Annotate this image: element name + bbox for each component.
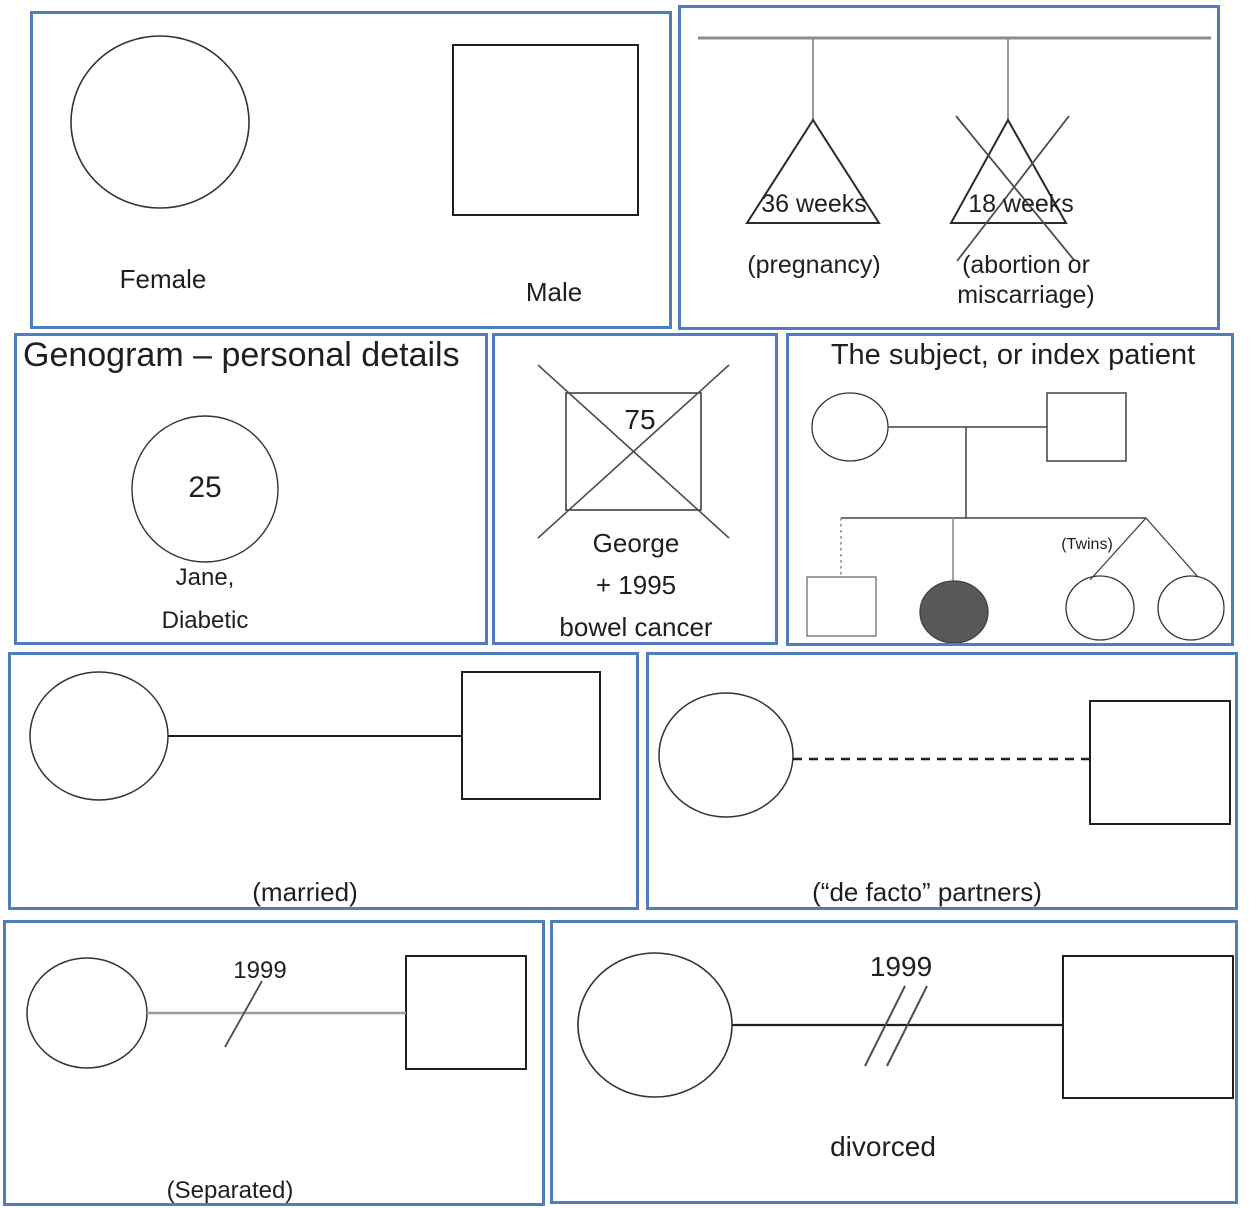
miscarriage-cross-line-1	[955, 115, 1075, 261]
female-label: Female	[119, 264, 207, 294]
separated-year: 1999	[233, 957, 287, 984]
married-female-circle	[29, 671, 169, 801]
separated-figure	[26, 955, 527, 1070]
male-label: Male	[525, 277, 583, 307]
divorced-slash-2	[886, 985, 928, 1067]
jane-condition: Diabetic	[161, 607, 249, 634]
de-facto-figure	[658, 692, 1231, 825]
divorced-figure	[577, 952, 1234, 1099]
male-square	[452, 44, 639, 216]
twin-circle-left	[1065, 575, 1135, 641]
pregnancy-weeks-label: 36 weeks	[761, 190, 867, 218]
panel-de-facto: (“de facto” partners)	[646, 652, 1238, 910]
father-square	[1046, 392, 1127, 462]
twins-label: (Twins)	[1061, 536, 1113, 553]
george-age: 75	[624, 404, 656, 435]
panel-index-patient: The subject, or index patient (Twins)	[786, 333, 1234, 646]
miscarriage-weeks-label: 18 weeks	[968, 190, 1074, 218]
de-facto-female-circle	[658, 692, 794, 818]
female-circle	[70, 35, 250, 209]
married-figure	[29, 671, 601, 801]
panel-separated: 1999 (Separated)	[3, 920, 545, 1206]
divorced-year: 1999	[869, 951, 933, 982]
panel-female-male: Female Male	[30, 11, 672, 329]
jane-circle	[131, 415, 279, 563]
divorced-female-circle	[577, 952, 733, 1098]
index-patient-filled-circle	[919, 580, 989, 643]
divorced-male-square	[1062, 955, 1234, 1099]
twin-line-right	[1145, 517, 1199, 578]
separated-label: (Separated)	[166, 1177, 294, 1204]
personal-details-figure	[131, 415, 279, 563]
miscarriage-triangle	[949, 117, 1068, 224]
personal-details-title: Genogram – personal details	[23, 336, 460, 374]
separated-female-circle	[26, 957, 148, 1069]
married-label: (married)	[252, 877, 358, 907]
index-patient-title: The subject, or index patient	[830, 339, 1196, 371]
divorced-label: divorced	[830, 1131, 936, 1162]
married-male-square	[461, 671, 601, 800]
miscarriage-label-line1: (abortion or	[962, 251, 1090, 279]
miscarriage-cross-line-2	[956, 115, 1070, 262]
george-cause: bowel cancer	[559, 612, 713, 642]
divorced-slash-1	[864, 985, 906, 1067]
pregnancy-figure	[698, 36, 1211, 262]
foster-child-square	[806, 576, 877, 637]
separated-male-square	[405, 955, 527, 1070]
twin-circle-right	[1157, 575, 1225, 641]
index-patient-figure	[806, 392, 1225, 643]
george-death-year: + 1995	[595, 570, 677, 600]
george-name: George	[592, 528, 680, 558]
panel-personal-details: Genogram – personal details 25 Jane, Dia…	[14, 333, 488, 645]
deceased-figure	[537, 364, 730, 539]
jane-name: Jane,	[175, 564, 235, 591]
miscarriage-label-line2: miscarriage)	[957, 281, 1095, 309]
deceased-cross-line-2	[537, 364, 730, 539]
panel-pregnancy: 36 weeks (pregnancy) 18 weeks (abortion …	[678, 5, 1220, 330]
panel-deceased: 75 George + 1995 bowel cancer	[492, 333, 778, 645]
panel-divorced: 1999 divorced	[550, 920, 1238, 1204]
jane-age: 25	[188, 471, 222, 504]
de-facto-male-square	[1089, 700, 1231, 825]
de-facto-label: (“de facto” partners)	[812, 877, 1042, 907]
twin-line-left	[1089, 517, 1147, 581]
mother-circle	[811, 392, 889, 462]
panel-married: (married)	[8, 652, 639, 910]
separated-slash	[224, 980, 263, 1048]
george-square	[565, 392, 702, 511]
pregnancy-triangle	[745, 118, 881, 224]
female-male-figure	[70, 35, 639, 216]
pregnancy-label: (pregnancy)	[747, 251, 881, 279]
